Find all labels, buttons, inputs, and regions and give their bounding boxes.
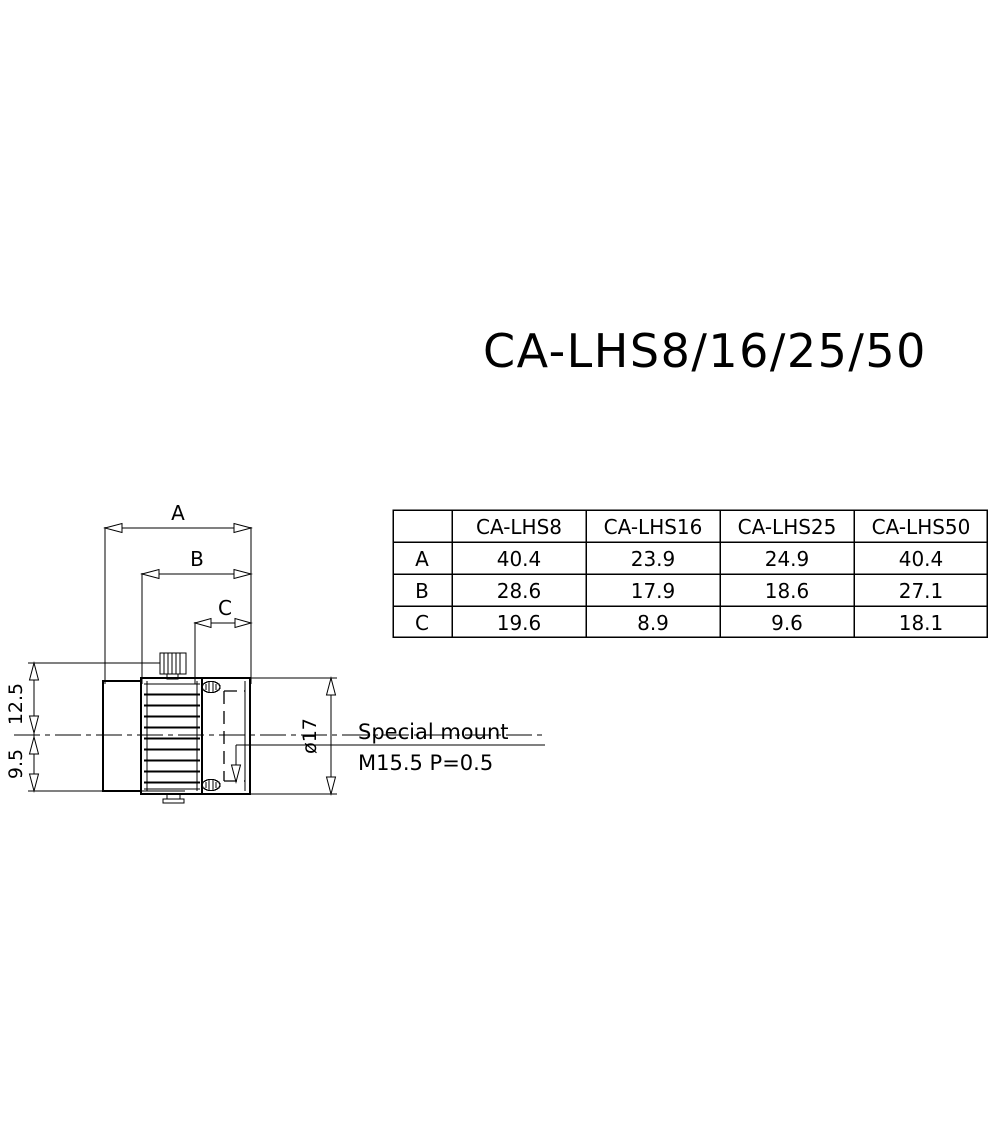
dimension-b-label: B [190, 547, 204, 571]
specification-table: CA-LHS8 CA-LHS16 CA-LHS25 CA-LHS50 A 40.… [392, 509, 988, 638]
dimension-c-label: C [218, 596, 232, 620]
mount-set-screw-top-icon [201, 680, 221, 694]
table-cell-0-1: 23.9 [631, 547, 676, 571]
page-title: CA-LHS8/16/25/50 [483, 324, 927, 378]
table-header-cell-2: CA-LHS25 [738, 515, 837, 539]
table-cell-0-3: 40.4 [899, 547, 944, 571]
mount-set-screw-bottom-icon [201, 778, 221, 792]
lens-rear-block [101, 679, 143, 793]
lens-assembly-drawing [101, 652, 252, 804]
table-cell-2-2: 9.6 [771, 611, 803, 635]
dimension-diameter: ø17 [250, 676, 337, 796]
special-mount-line1: Special mount [358, 720, 509, 744]
table-header-cell-3: CA-LHS50 [872, 515, 971, 539]
special-mount-callout: Special mount M15.5 P=0.5 [230, 720, 545, 784]
table-row-label-1: B [415, 579, 429, 603]
table-row-label-2: C [415, 611, 429, 635]
dimension-a: A [103, 501, 253, 684]
dimension-c: C [193, 596, 253, 684]
table-cell-1-2: 18.6 [765, 579, 810, 603]
table-header-cell-0: CA-LHS8 [476, 515, 562, 539]
mount-thread-hidden-lines [223, 690, 245, 782]
bottom-tab-icon [162, 793, 185, 804]
dimension-height-lower-label: 9.5 [5, 749, 27, 779]
dimension-a-label: A [171, 501, 185, 525]
table-row-label-0: A [415, 547, 429, 571]
table-header-cell-1: CA-LHS16 [604, 515, 703, 539]
table-cell-1-0: 28.6 [497, 579, 542, 603]
adjustment-knob-icon [159, 652, 187, 680]
table-cell-1-1: 17.9 [631, 579, 676, 603]
table-cell-1-3: 27.1 [899, 579, 944, 603]
dimension-diameter-label: ø17 [299, 718, 321, 754]
special-mount-line2: M15.5 P=0.5 [358, 751, 493, 775]
table-cell-2-3: 18.1 [899, 611, 944, 635]
table-cell-0-2: 24.9 [765, 547, 810, 571]
table-cell-2-1: 8.9 [637, 611, 669, 635]
lens-mount-block [200, 676, 252, 796]
table-cell-2-0: 19.6 [497, 611, 542, 635]
dimension-height-upper-label: 12.5 [5, 683, 27, 725]
lens-fin-grooves [144, 683, 200, 790]
dimension-height-group: 12.5 9.5 [5, 661, 185, 793]
table-cell-0-0: 40.4 [497, 547, 542, 571]
